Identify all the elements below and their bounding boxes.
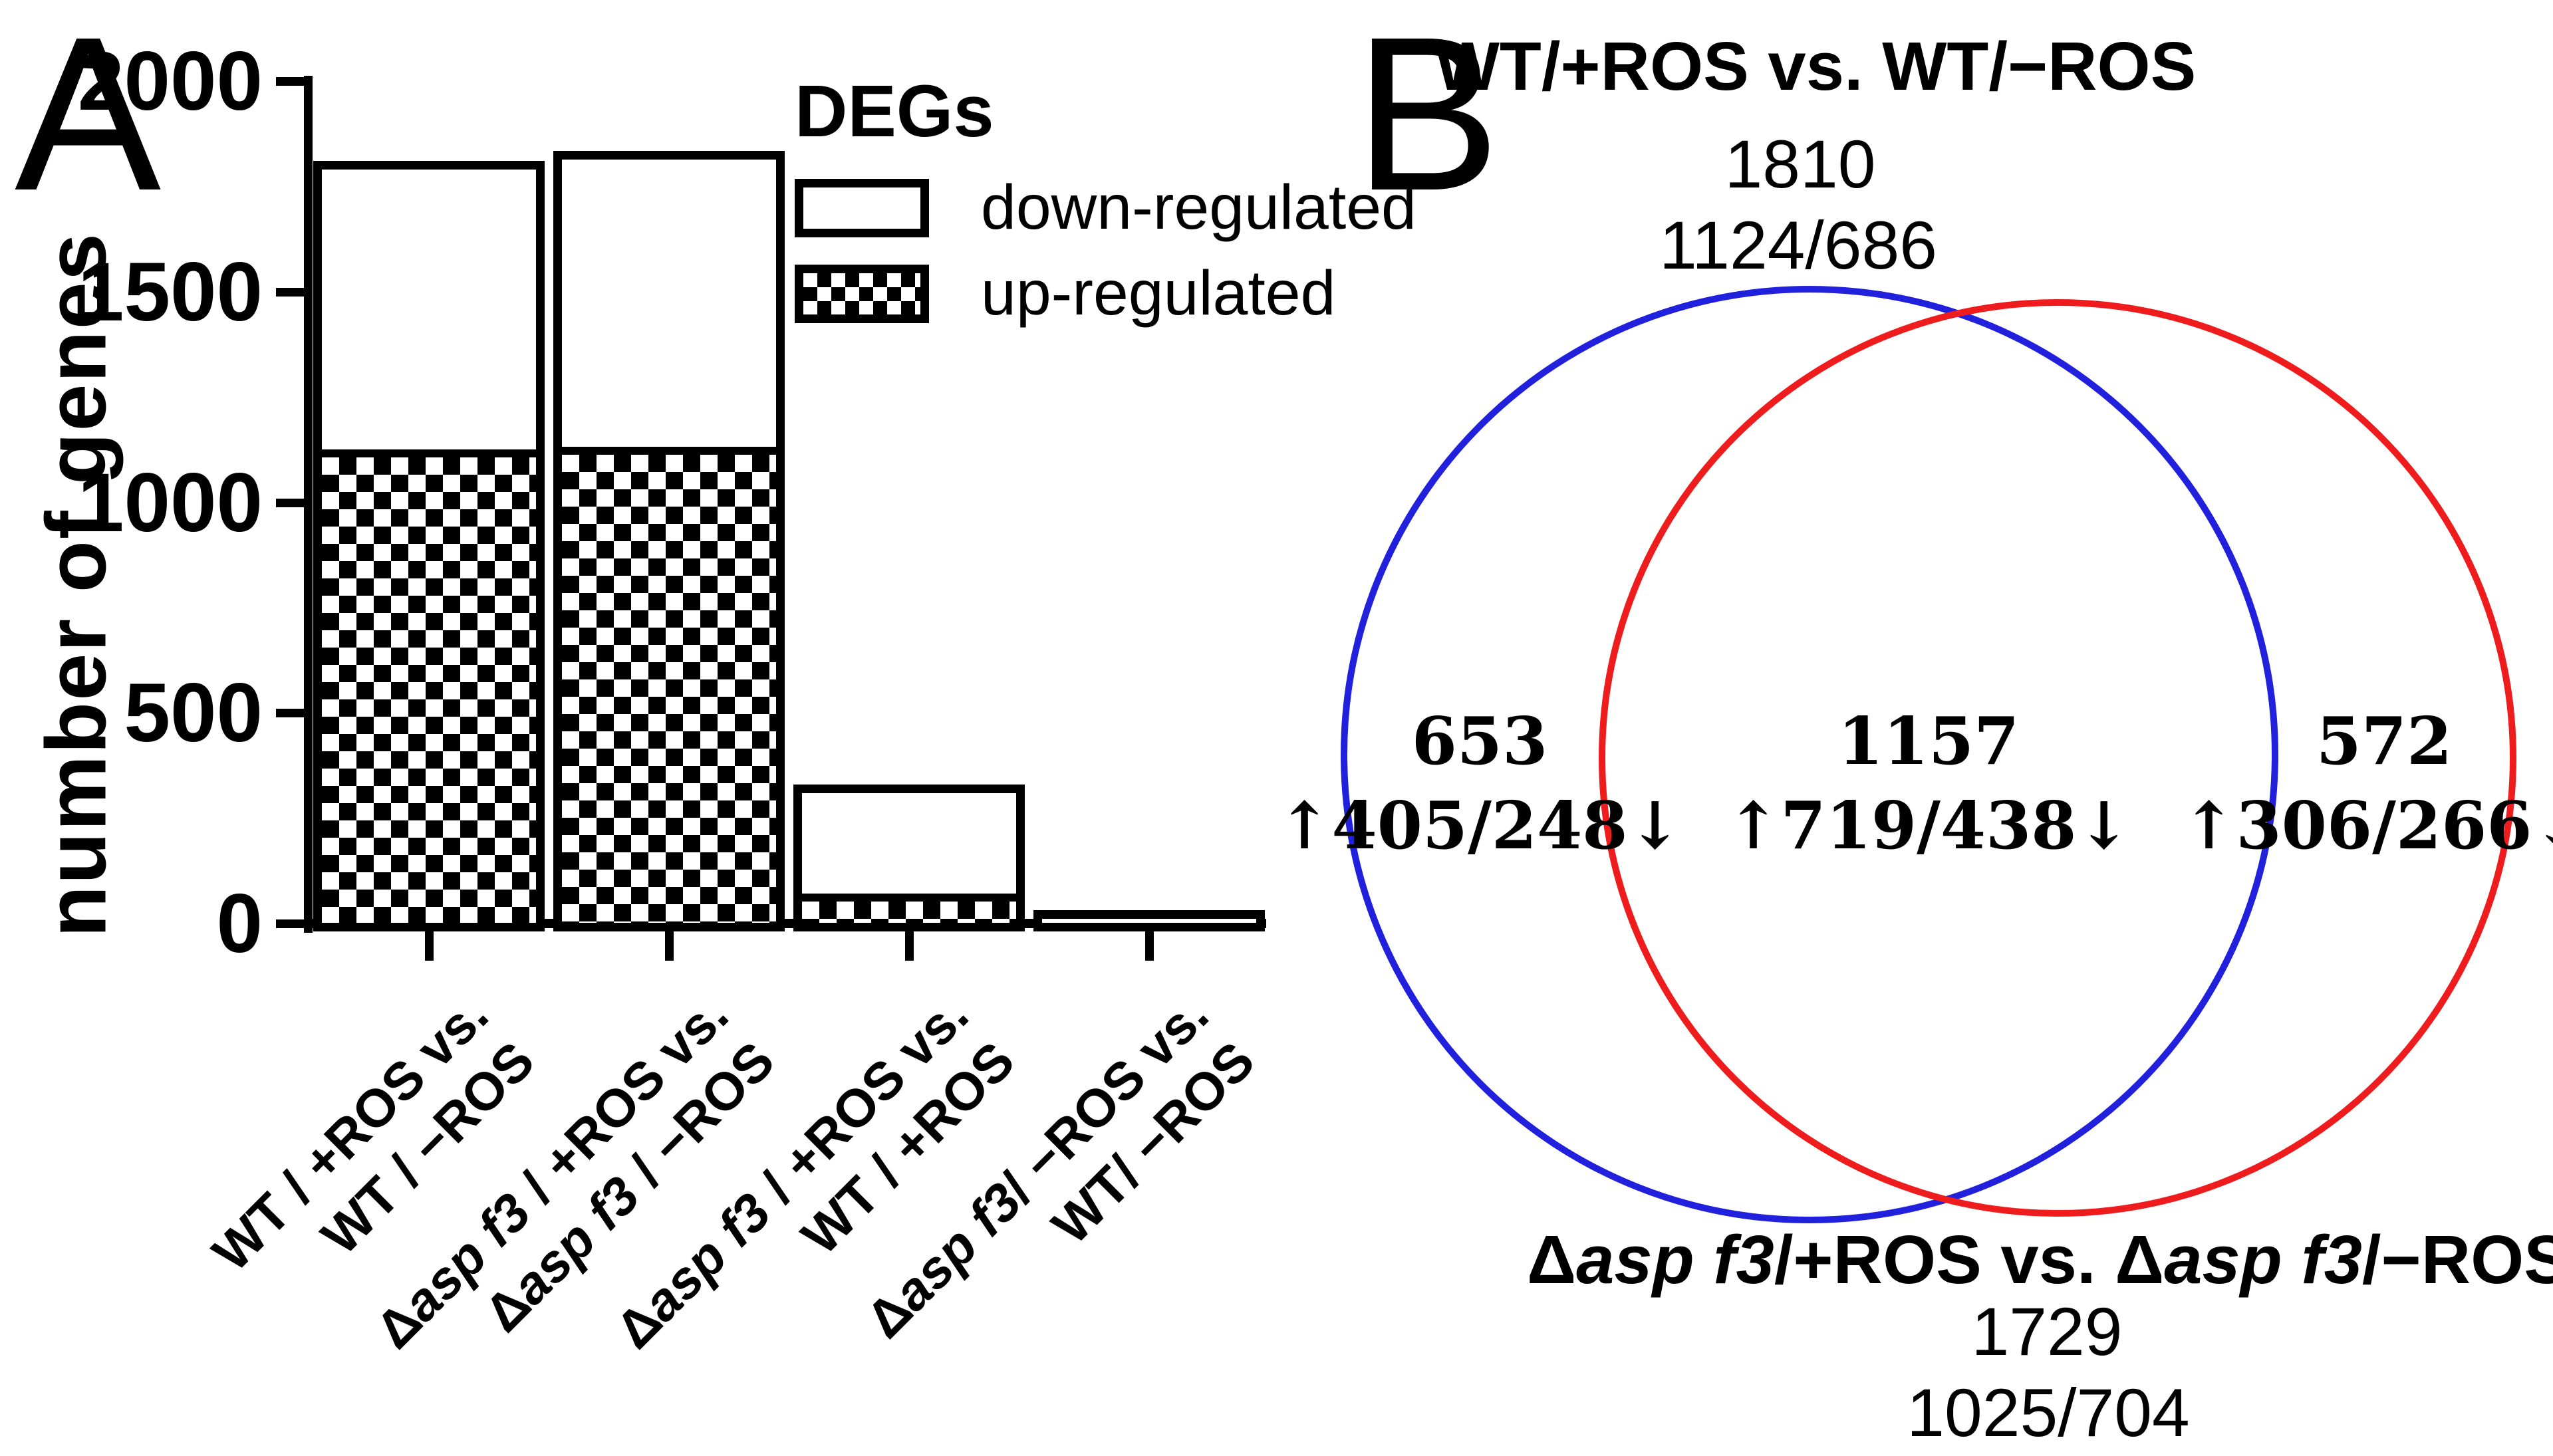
down-regulated-swatch-icon bbox=[795, 178, 929, 237]
bar bbox=[313, 161, 545, 931]
y-tick-mark bbox=[276, 709, 313, 718]
legend: DEGs down-regulated up-regulated bbox=[795, 69, 1416, 325]
y-tick-mark bbox=[276, 919, 313, 928]
venn-region-updown: ↑306/266↓ bbox=[2181, 788, 2553, 865]
venn-bottom-set-total: 1729 bbox=[1971, 1294, 2123, 1370]
up-regulated-swatch-icon bbox=[795, 264, 929, 323]
y-tick-label: 1000 bbox=[77, 456, 263, 549]
x-tick-mark bbox=[425, 929, 434, 961]
y-tick-label: 500 bbox=[124, 667, 263, 760]
bar-up-segment bbox=[802, 893, 1016, 923]
panel-a-label: A bbox=[15, 0, 162, 236]
venn-bottom-set-updown: 1025/704 bbox=[1907, 1375, 2190, 1451]
venn-region-intersection: 1157 ↑719/438↓ bbox=[1716, 699, 2141, 869]
venn-region-count: 572 bbox=[2316, 703, 2453, 780]
y-tick-label: 2000 bbox=[77, 35, 263, 128]
venn-region-count: 1157 bbox=[1837, 703, 2020, 780]
venn-bottom-set-title: Δasp f3/+ROS vs. Δasp f3/−ROS bbox=[1527, 1221, 2553, 1298]
y-tick-mark bbox=[276, 287, 313, 297]
x-tick-mark bbox=[665, 929, 674, 961]
bar bbox=[1033, 910, 1265, 931]
venn-region-updown: ↑719/438↓ bbox=[1726, 788, 2131, 865]
y-axis-title: number of genes bbox=[29, 231, 124, 938]
legend-item-label: up-regulated bbox=[981, 258, 1336, 328]
venn-circle-right bbox=[1599, 299, 2516, 1217]
y-tick-label: 0 bbox=[216, 878, 263, 970]
legend-item-label: down-regulated bbox=[981, 172, 1416, 243]
venn-region-right: 572 ↑306/266↓ bbox=[2171, 699, 2553, 869]
y-tick-label: 1500 bbox=[77, 245, 263, 338]
bar-up-segment bbox=[562, 447, 776, 923]
legend-title: DEGs bbox=[795, 70, 994, 152]
y-tick-mark bbox=[276, 77, 313, 86]
legend-row-down: down-regulated bbox=[795, 176, 1416, 239]
y-tick-mark bbox=[276, 498, 313, 507]
venn-region-left: 653 ↑405/248↓ bbox=[1267, 699, 1692, 869]
venn-top-set-title: WT/+ROS vs. WT/−ROS bbox=[1434, 28, 2197, 104]
legend-row-up: up-regulated bbox=[795, 262, 1416, 325]
x-tick-mark bbox=[1145, 929, 1154, 961]
bar bbox=[793, 784, 1025, 931]
x-tick-mark bbox=[905, 929, 914, 961]
venn-region-updown: ↑405/248↓ bbox=[1277, 788, 1682, 865]
venn-top-set-total: 1810 bbox=[1724, 126, 1876, 202]
venn-top-set-updown: 1124/686 bbox=[1659, 207, 1937, 283]
bar-up-segment bbox=[322, 449, 536, 923]
bar bbox=[553, 150, 785, 931]
venn-region-count: 653 bbox=[1411, 703, 1548, 780]
panel-b-label: B bbox=[1354, 0, 1501, 236]
